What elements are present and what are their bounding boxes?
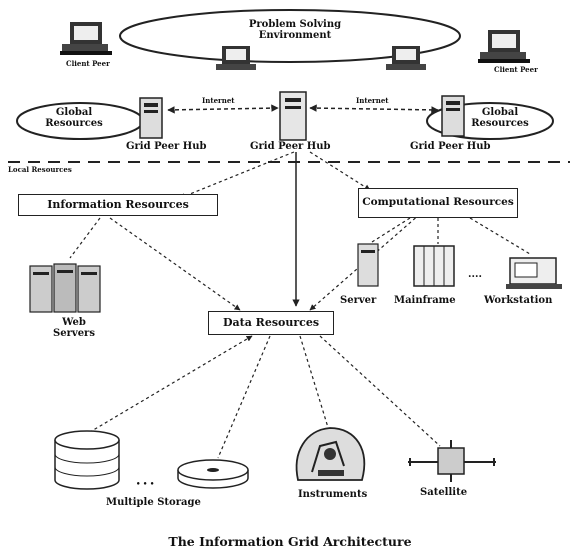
problem-solving-environment-cloud (119, 9, 461, 63)
mainframe-icon (413, 245, 455, 287)
server-icon (357, 243, 379, 287)
storage-cylinder-icon (54, 430, 120, 490)
instruments-icon (295, 427, 366, 481)
multiple-storage-label: Multiple Storage (106, 497, 201, 508)
server-label: Server (340, 295, 377, 306)
global-resources-label-right: Global Resources (471, 107, 529, 129)
computational-resources-box: Computational Resources (358, 188, 518, 218)
workstation-icon (506, 257, 562, 289)
compute-ellipsis: .... (468, 269, 482, 280)
internet-label-left: Internet (202, 96, 235, 105)
client-peer-computer-middle (216, 46, 256, 70)
satellite-icon (408, 440, 496, 482)
web-servers-label: Web Servers (53, 317, 95, 339)
internet-label-right: Internet (356, 96, 389, 105)
client-peer-computer-right (478, 30, 530, 63)
grid-peer-hub-label-center: Grid Peer Hub (250, 141, 331, 152)
grid-peer-hub-tower-left (139, 97, 163, 139)
client-peer-label-left: Client Peer (66, 59, 110, 68)
web-servers-icon (29, 263, 101, 313)
instruments-label: Instruments (298, 489, 368, 500)
data-resources-box: Data Resources (208, 311, 334, 335)
grid-peer-hub-label-right: Grid Peer Hub (410, 141, 491, 152)
problem-solving-environment-label: Problem Solving Environment (248, 19, 342, 41)
information-resources-box: Information Resources (18, 194, 218, 216)
satellite-label: Satellite (420, 487, 468, 498)
client-peer-computer-right-center (386, 46, 426, 70)
diagram-caption: The Information Grid Architecture (168, 534, 412, 549)
grid-peer-hub-tower-center (279, 91, 307, 141)
global-resources-cloud-right (426, 102, 554, 140)
grid-peer-hub-tower-right (441, 95, 465, 137)
client-peer-computer-left (60, 22, 112, 55)
mainframe-label: Mainframe (394, 295, 456, 306)
local-resources-label: Local Resources (8, 165, 72, 174)
storage-disk-icon (177, 459, 249, 489)
global-resources-label-left: Global Resources (45, 107, 103, 129)
client-peer-label-right: Client Peer (494, 65, 538, 74)
workstation-label: Workstation (484, 295, 553, 306)
grid-peer-hub-label-left: Grid Peer Hub (126, 141, 207, 152)
storage-ellipsis: • • • (136, 479, 155, 488)
